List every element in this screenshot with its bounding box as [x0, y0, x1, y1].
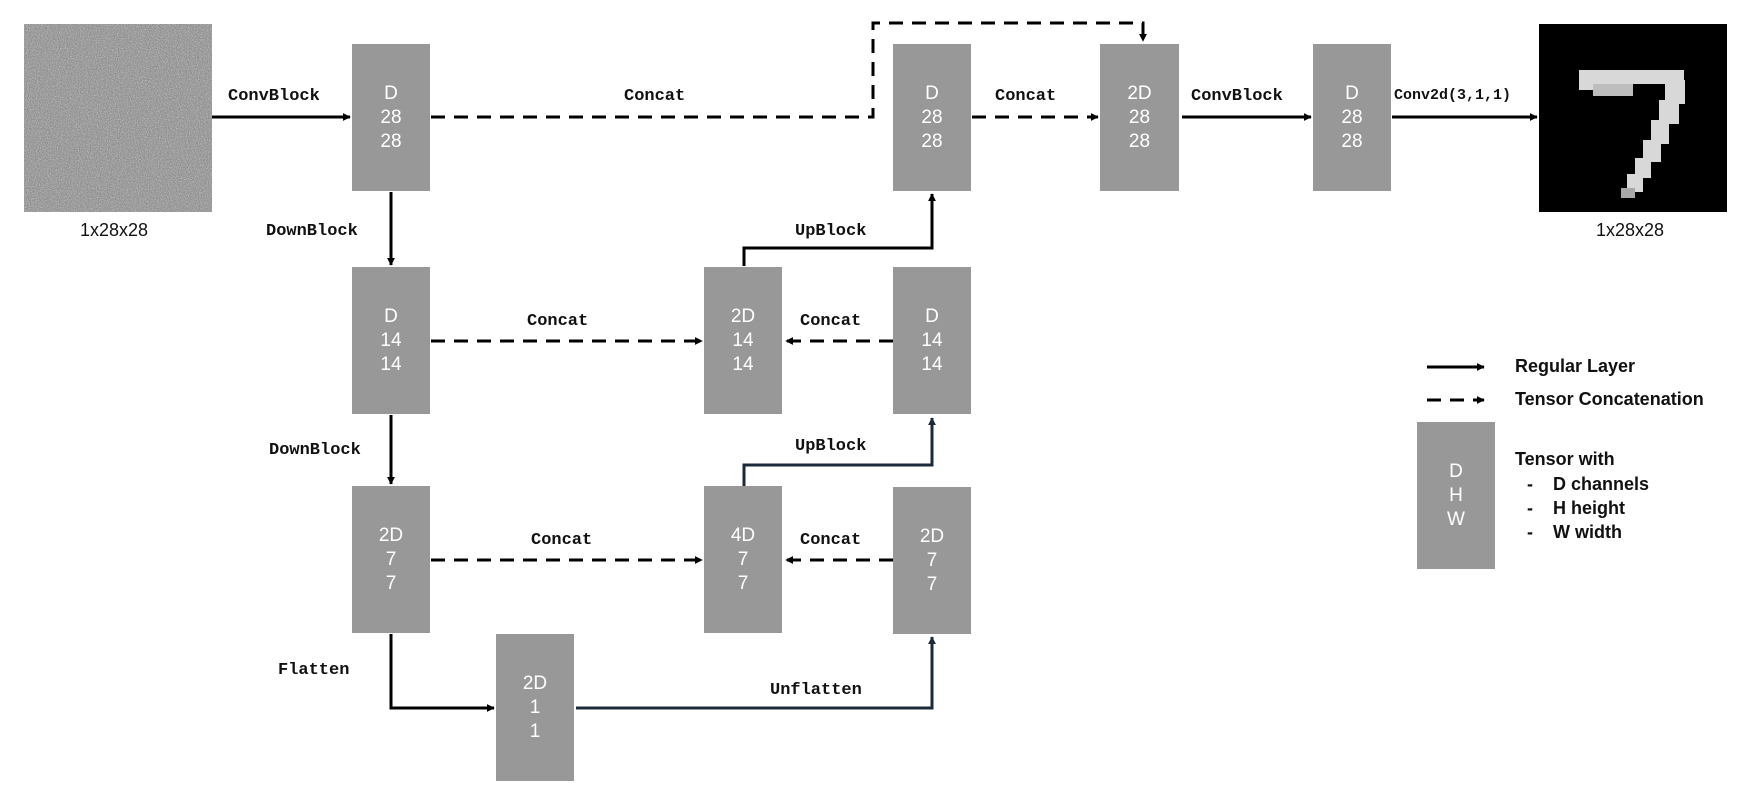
- legend-item-height: H height: [1515, 496, 1649, 520]
- arrow-bottleneck-to-up3: [576, 636, 936, 710]
- op-label-upblock-2: UpBlock: [795, 437, 867, 456]
- op-label-concat-top: Concat: [624, 87, 686, 106]
- input-caption: 1x28x28: [80, 220, 149, 240]
- op-label-concat-low-right: Concat: [800, 531, 862, 550]
- input-noise-image: [24, 24, 212, 212]
- arrow-enc1-skip-to-cat1: [431, 21, 1147, 119]
- op-label-convblock-out: ConvBlock: [1191, 87, 1283, 106]
- arrow-enc3-to-bottleneck: [389, 634, 495, 712]
- legend-tensor-items: D channels H height W width: [1515, 472, 1649, 544]
- op-label-upblock-1: UpBlock: [795, 222, 867, 241]
- arrow-cat3-to-up2: [742, 417, 936, 486]
- op-label-downblock-1: DownBlock: [266, 222, 358, 241]
- legend-concat-label: Tensor Concatenation: [1515, 389, 1704, 409]
- op-label-concat-low-left: Concat: [531, 531, 593, 550]
- output-digit-image: [1539, 24, 1727, 212]
- legend-regular-label: Regular Layer: [1515, 356, 1636, 376]
- op-label-convblock-in: ConvBlock: [228, 87, 320, 106]
- op-label-conv2d: Conv2d(3,1,1): [1394, 87, 1512, 104]
- output-caption: 1x28x28: [1596, 220, 1665, 240]
- legend-item-width: W width: [1515, 520, 1649, 544]
- arrow-cat2-to-up1: [742, 193, 936, 266]
- op-label-concat-mid-left: Concat: [527, 312, 589, 331]
- legend-tensor-title: Tensor with: [1515, 449, 1615, 469]
- op-label-downblock-2: DownBlock: [269, 441, 361, 460]
- op-label-unflatten: Unflatten: [770, 681, 862, 700]
- op-label-concat-top-right: Concat: [995, 87, 1057, 106]
- op-label-flatten: Flatten: [278, 661, 350, 680]
- legend-item-channels: D channels: [1515, 472, 1649, 496]
- op-label-concat-mid-right: Concat: [800, 312, 862, 331]
